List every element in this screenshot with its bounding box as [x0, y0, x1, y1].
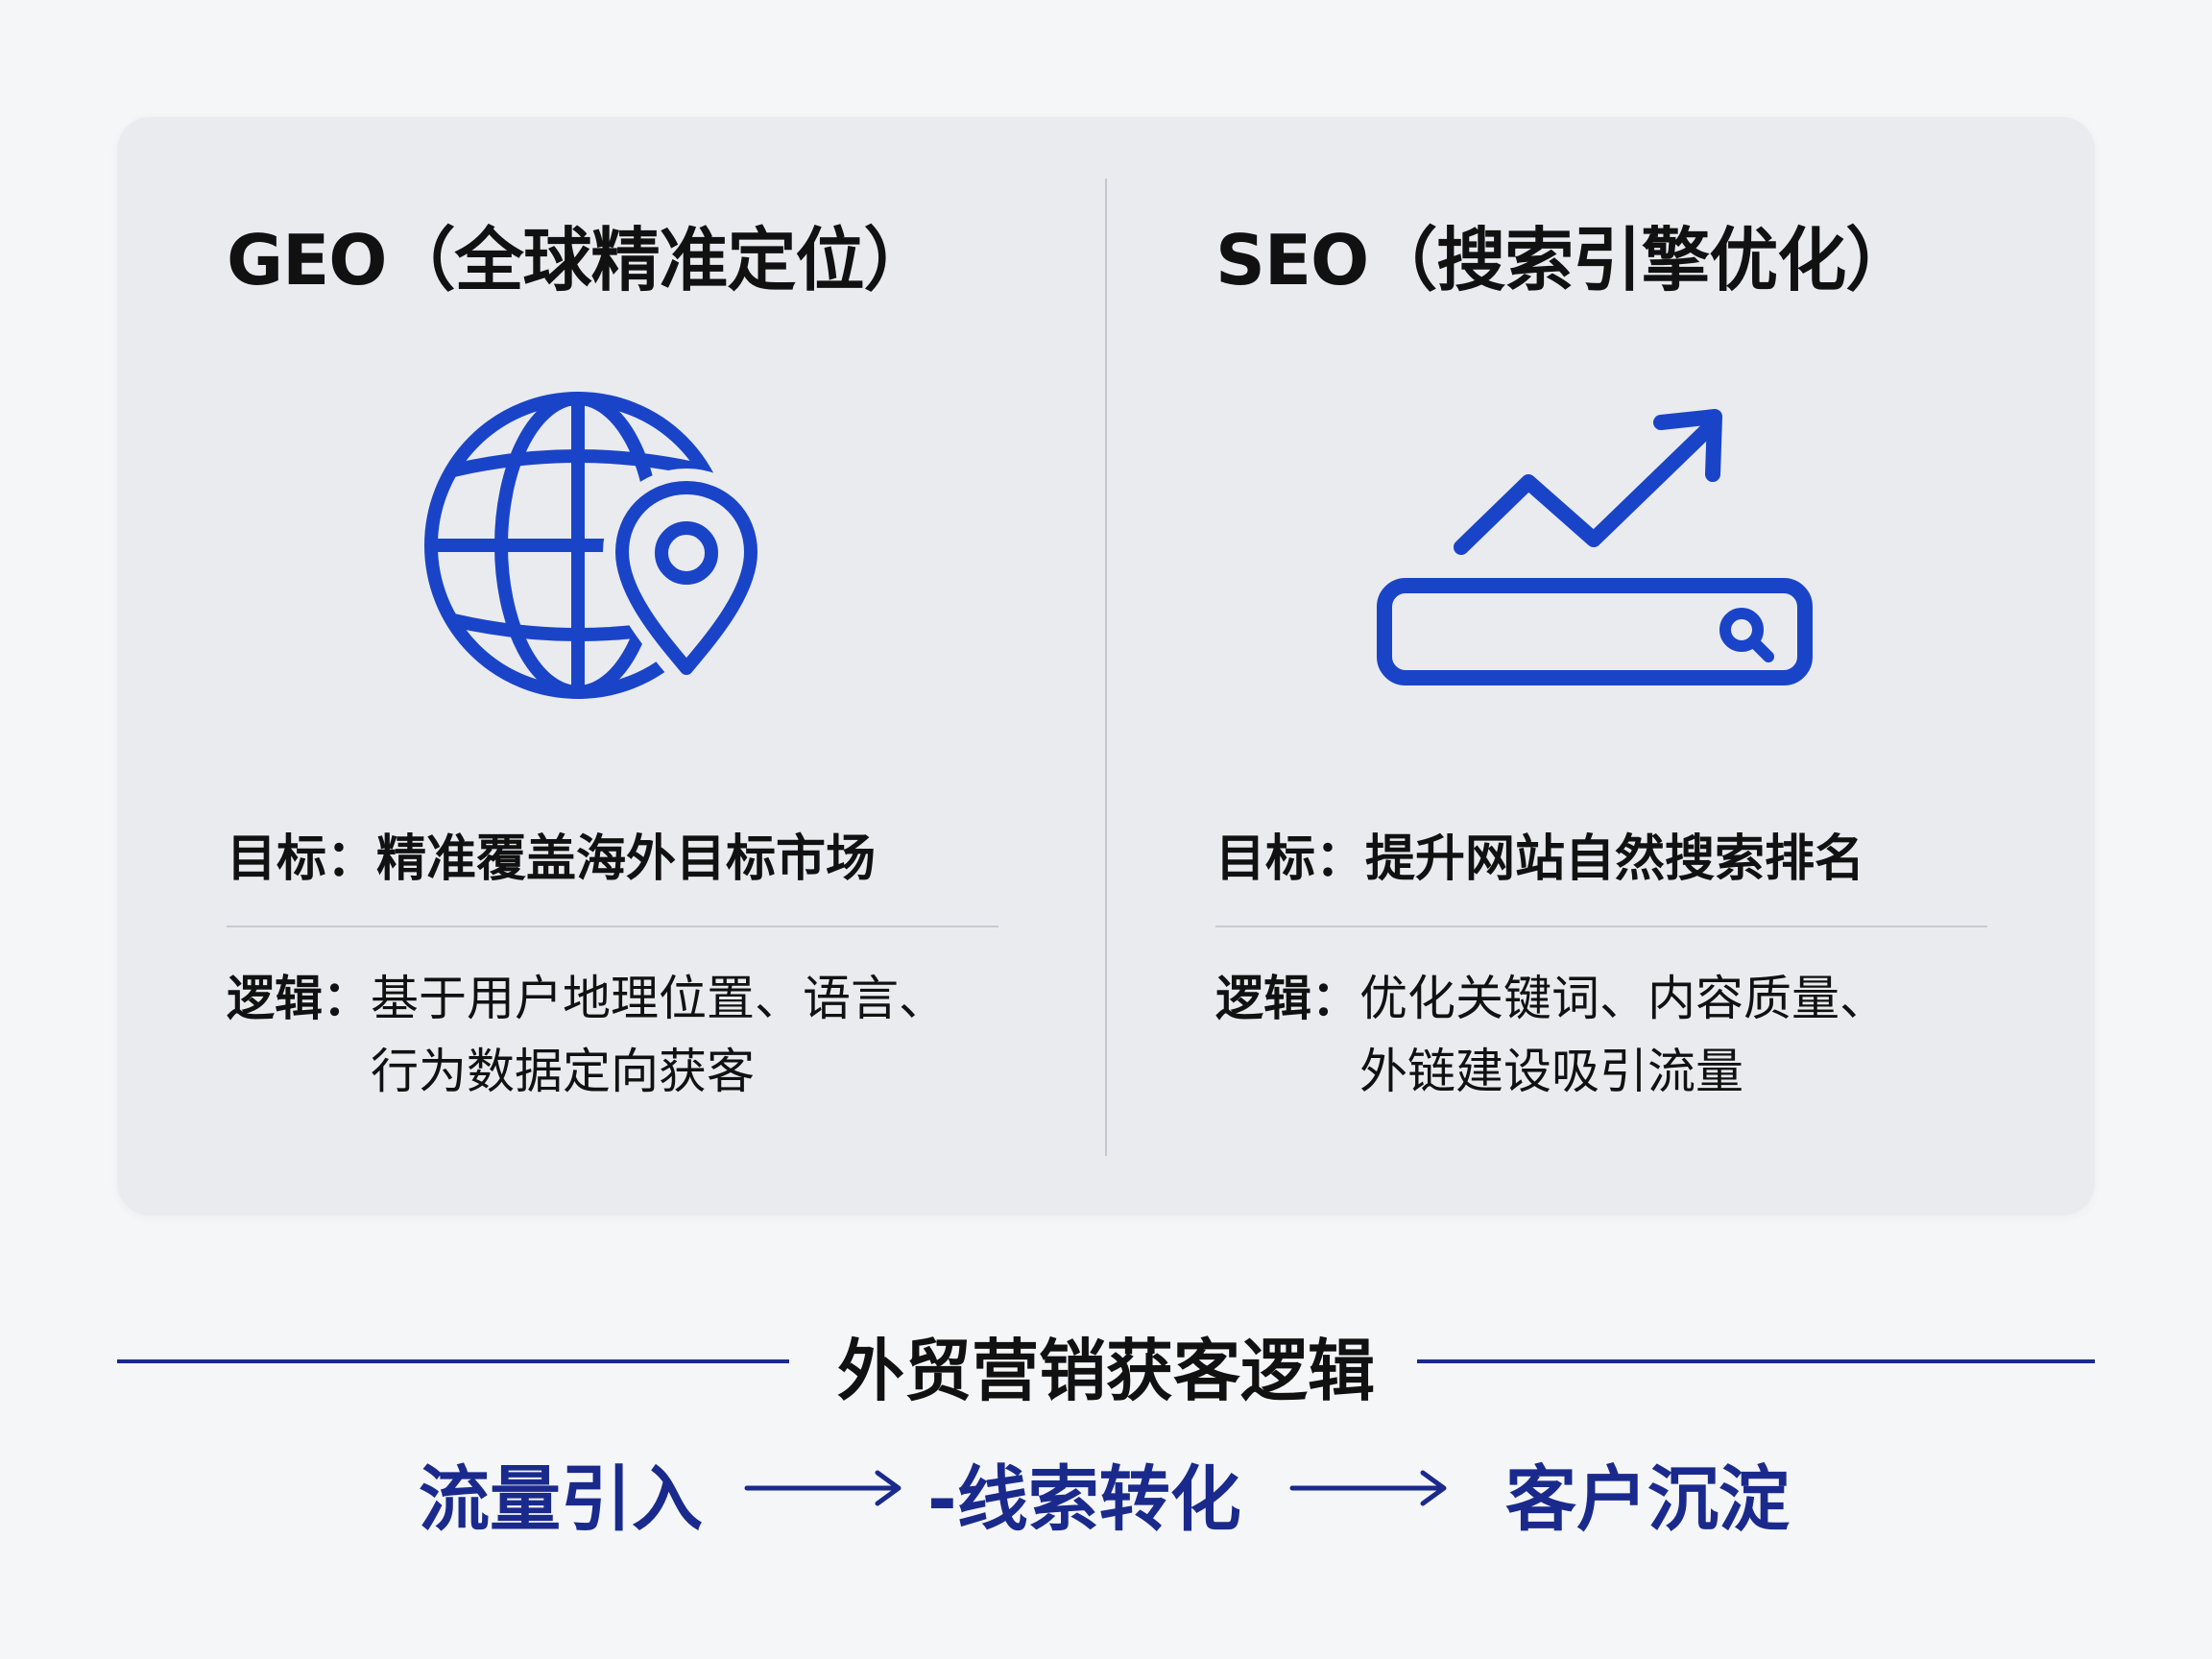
arrow-right-icon [744, 1470, 902, 1506]
geo-logic-line1: 基于用户地理位置、语言、 [371, 971, 947, 1026]
globe-location-pin-icon [424, 392, 757, 699]
flow-step-1: 流量引入 [419, 1458, 703, 1541]
seo-title: SEO（搜索引擎优化） [1215, 220, 1914, 301]
seo-goal-text: 提升网站自然搜索排名 [1365, 830, 1865, 888]
arrow-right-icon [1289, 1470, 1447, 1506]
seo-logic-line2: 外链建设吸引流量 [1359, 1044, 1743, 1099]
geo-goal-text: 精准覆盖海外目标市场 [376, 830, 877, 888]
bottom-title-line-right [1417, 1359, 2095, 1363]
seo-goal: 目标：提升网站自然搜索排名 [1215, 818, 1864, 890]
trending-up-search-bar-icon [1377, 409, 1813, 685]
seo-separator [1215, 926, 1987, 927]
geo-goal: 目标：精准覆盖海外目标市场 [227, 818, 876, 890]
geo-logic: 逻辑： 基于用户地理位置、语言、 行为数据定向获客 [227, 962, 947, 1108]
seo-logic-label: 逻辑： [1215, 971, 1359, 1026]
seo-logic: 逻辑： 优化关键词、内容质量、 外链建设吸引流量 [1215, 962, 1887, 1108]
bottom-title: 外贸营销获客逻辑 [837, 1332, 1375, 1410]
flow-step-3: 客户沉淀 [1505, 1458, 1790, 1541]
seo-logic-line1: 优化关键词、内容质量、 [1359, 971, 1887, 1026]
seo-goal-label: 目标： [1215, 830, 1366, 888]
geo-logic-line2: 行为数据定向获客 [371, 1044, 755, 1099]
flow-step-2: -线索转化 [927, 1458, 1241, 1541]
bottom-title-line-left [117, 1359, 789, 1363]
vertical-divider [1105, 179, 1107, 1156]
geo-title: GEO（全球精准定位） [227, 220, 932, 301]
geo-separator [227, 926, 998, 927]
geo-logic-label: 逻辑： [227, 971, 371, 1026]
geo-goal-label: 目标： [227, 830, 377, 888]
